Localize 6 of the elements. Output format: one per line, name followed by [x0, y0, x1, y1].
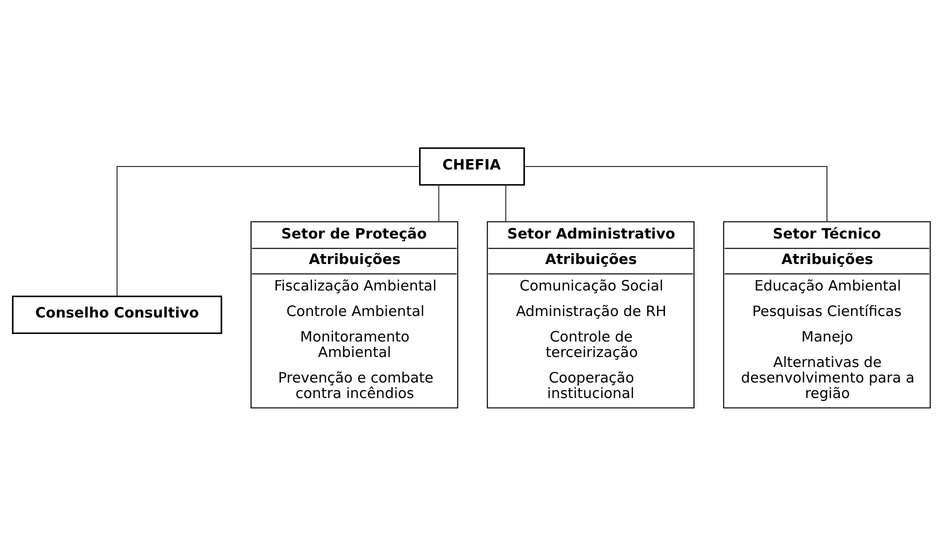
- node-box: Conselho Consultivo: [12, 296, 222, 334]
- connector: [116, 166, 420, 296]
- node-box: CHEFIA: [419, 147, 525, 186]
- connector: [438, 185, 440, 222]
- connector: [524, 166, 828, 222]
- connector: [505, 185, 506, 222]
